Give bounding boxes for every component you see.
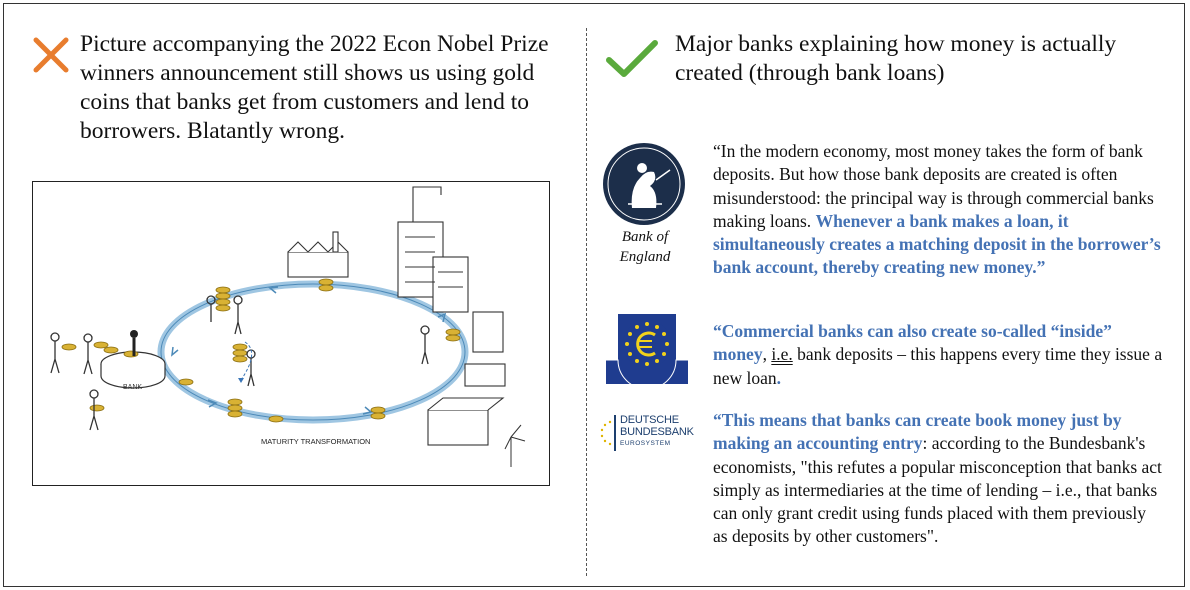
maturity-transformation-label: MATURITY TRANSFORMATION	[261, 437, 370, 446]
cross-icon	[33, 37, 69, 73]
column-divider	[586, 28, 587, 576]
eurosystem-stars-icon	[600, 415, 616, 451]
ecb-quote-comma: ,	[762, 344, 772, 365]
right-heading: Major banks explaining how money is actu…	[675, 31, 1117, 86]
ecb-quote-highlight: “Commercial banks can also create so-cal…	[713, 321, 1112, 365]
checkmark-icon	[606, 40, 658, 77]
bundesbank-logo: DEUTSCHE BUNDESBANK EUROSYSTEM	[598, 412, 708, 454]
ecb-euro-logo	[606, 314, 688, 384]
slide-frame	[3, 3, 1185, 587]
left-heading: Picture accompanying the 2022 Econ Nobel…	[80, 31, 549, 144]
bank-of-england-label: Bank of England	[619, 229, 671, 265]
boe-quote: “In the modern economy, most money takes…	[713, 140, 1163, 280]
boe-quote-text: “In the modern economy, most money takes…	[713, 141, 1154, 231]
nobel-illustration: BANK	[32, 181, 550, 486]
bundesbank-logo-line1: DEUTSCHE	[620, 414, 679, 426]
ecb-quote: “Commercial banks can also create so-cal…	[713, 320, 1163, 390]
ecb-quote-period: .	[776, 367, 782, 388]
bundesbank-quote-highlight: “This means that banks can create book m…	[713, 410, 1122, 454]
bundesbank-logo-line3: EUROSYSTEM	[620, 440, 671, 447]
bundesbank-quote-text: : according to the Bundesbank's economis…	[713, 433, 1162, 547]
bank-label: BANK	[123, 384, 142, 391]
ecb-quote-text: bank deposits – this happens every time …	[713, 344, 1163, 388]
bank-of-england-logo	[603, 143, 685, 225]
bundesbank-quote: “This means that banks can create book m…	[713, 409, 1163, 549]
ecb-quote-ie: i.e.	[771, 344, 793, 365]
boe-quote-highlight: Whenever a bank makes a loan, it simulta…	[713, 210, 1161, 278]
bundesbank-logo-line2: BUNDESBANK	[620, 426, 694, 438]
bank-cycle-drawing: BANK	[50, 186, 526, 467]
